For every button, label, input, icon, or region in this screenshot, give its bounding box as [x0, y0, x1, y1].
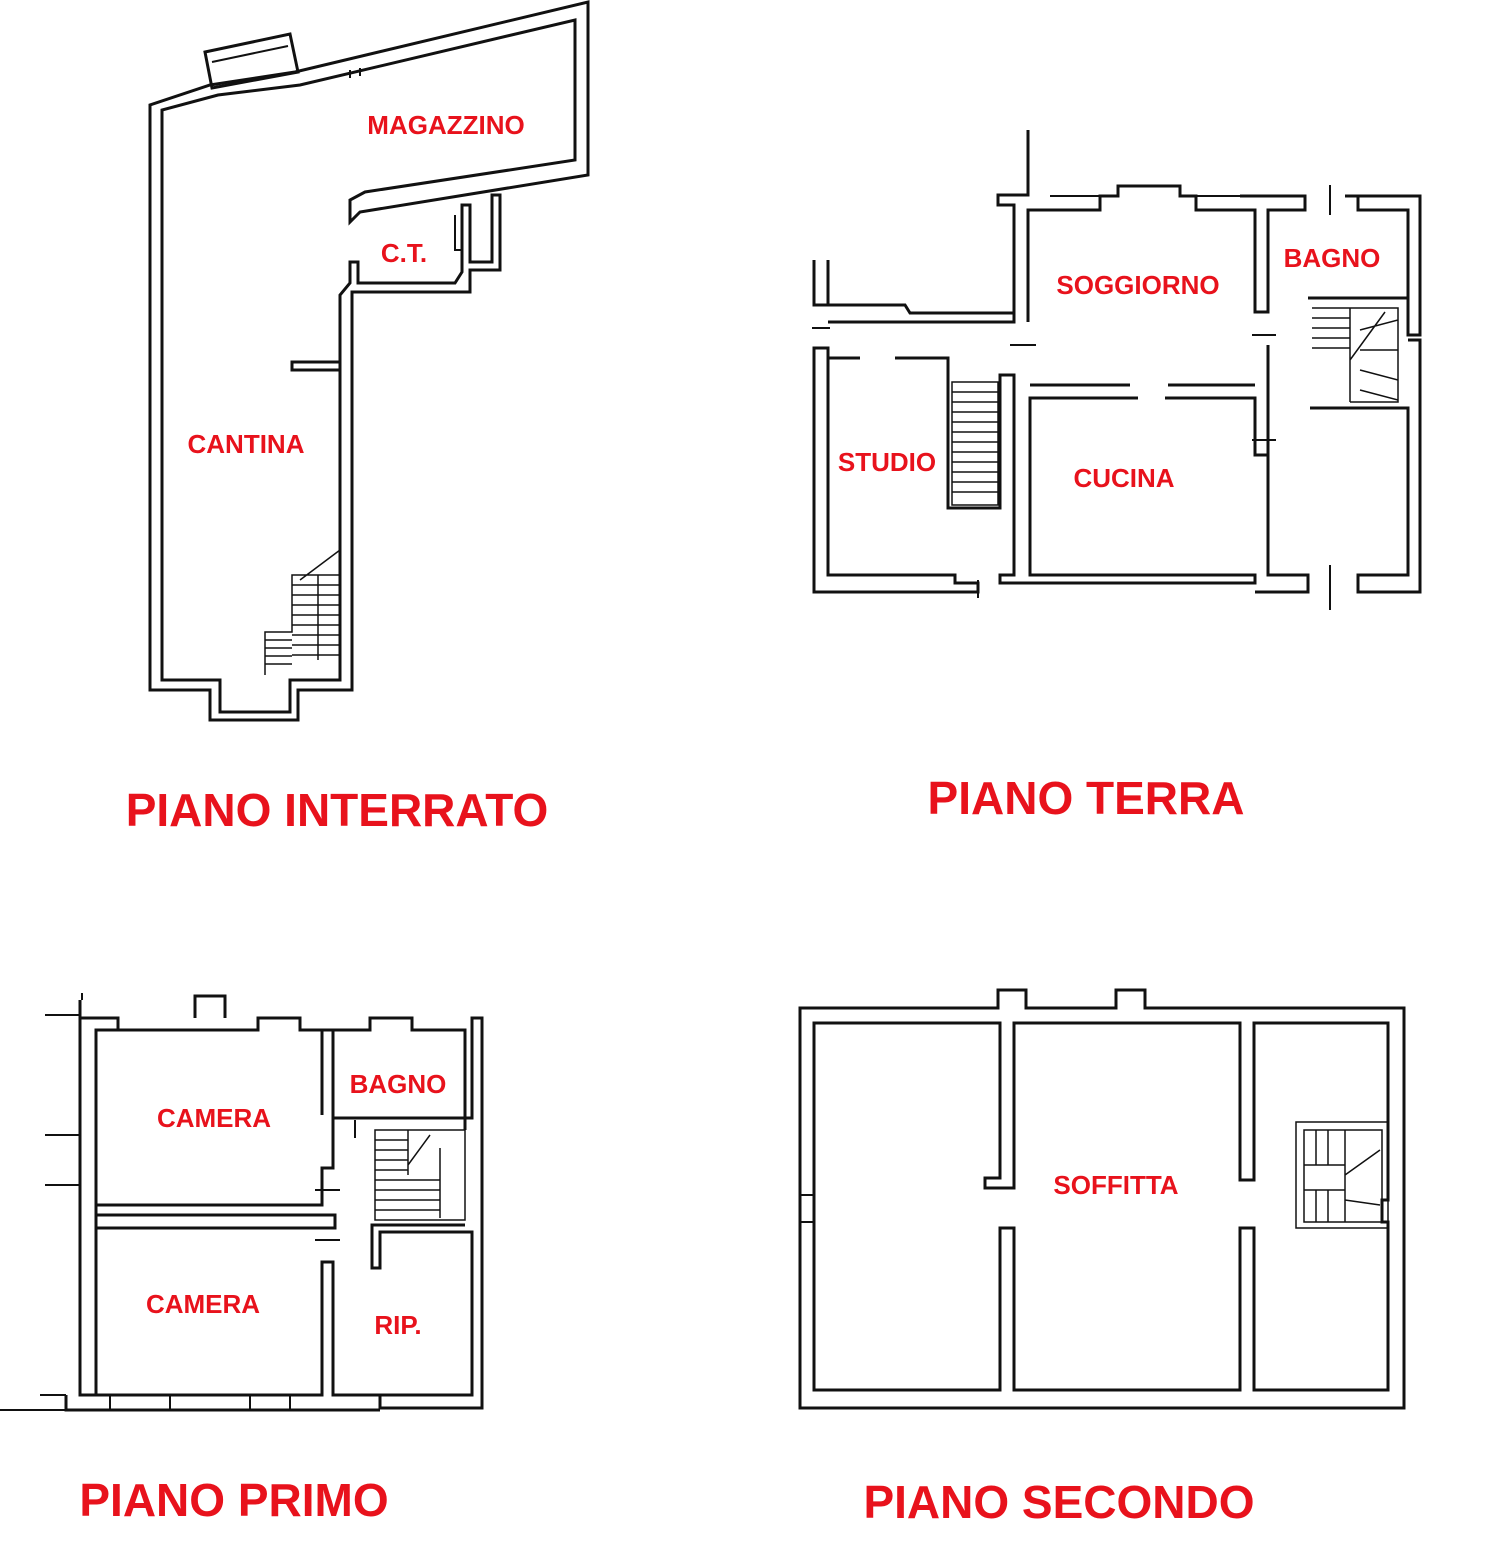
room-label-soffitta: SOFFITTA — [1053, 1170, 1178, 1200]
room-label-studio: STUDIO — [838, 447, 936, 477]
plan-interrato-stair — [264, 549, 341, 675]
room-label-rip: RIP. — [374, 1310, 421, 1340]
room-label-camera-2: CAMERA — [146, 1289, 260, 1319]
plan-primo-walls — [0, 993, 484, 1412]
plan-secondo-stair — [1295, 1121, 1389, 1229]
room-label-ct: C.T. — [381, 238, 427, 268]
plan-piano-terra: SOGGIORNO BAGNO STUDIO CUCINA PIANO TERR… — [812, 130, 1422, 824]
room-label-cantina: CANTINA — [188, 429, 305, 459]
plan-piano-primo: CAMERA BAGNO CAMERA RIP. PIANO PRIMO — [0, 993, 484, 1526]
floor-title-piano-terra: PIANO TERRA — [928, 772, 1245, 824]
room-label-magazzino: MAGAZZINO — [367, 110, 524, 140]
floor-title-piano-primo: PIANO PRIMO — [79, 1474, 388, 1526]
plan-piano-interrato: MAGAZZINO C.T. CANTINA PIANO INTERRATO — [126, 0, 590, 836]
plan-terra-stairs — [951, 307, 1399, 506]
floor-title-piano-secondo: PIANO SECONDO — [863, 1476, 1254, 1528]
room-label-soggiorno: SOGGIORNO — [1056, 270, 1219, 300]
plan-primo-stair — [374, 1129, 466, 1221]
plan-piano-secondo: SOFFITTA PIANO SECONDO — [798, 988, 1406, 1528]
floor-title-piano-interrato: PIANO INTERRATO — [126, 784, 549, 836]
room-label-camera-1: CAMERA — [157, 1103, 271, 1133]
room-label-bagno-primo: BAGNO — [350, 1069, 447, 1099]
plan-terra-walls — [812, 130, 1422, 610]
plan-interrato-walls — [148, 0, 590, 722]
room-label-bagno: BAGNO — [1284, 243, 1381, 273]
room-label-cucina: CUCINA — [1073, 463, 1174, 493]
